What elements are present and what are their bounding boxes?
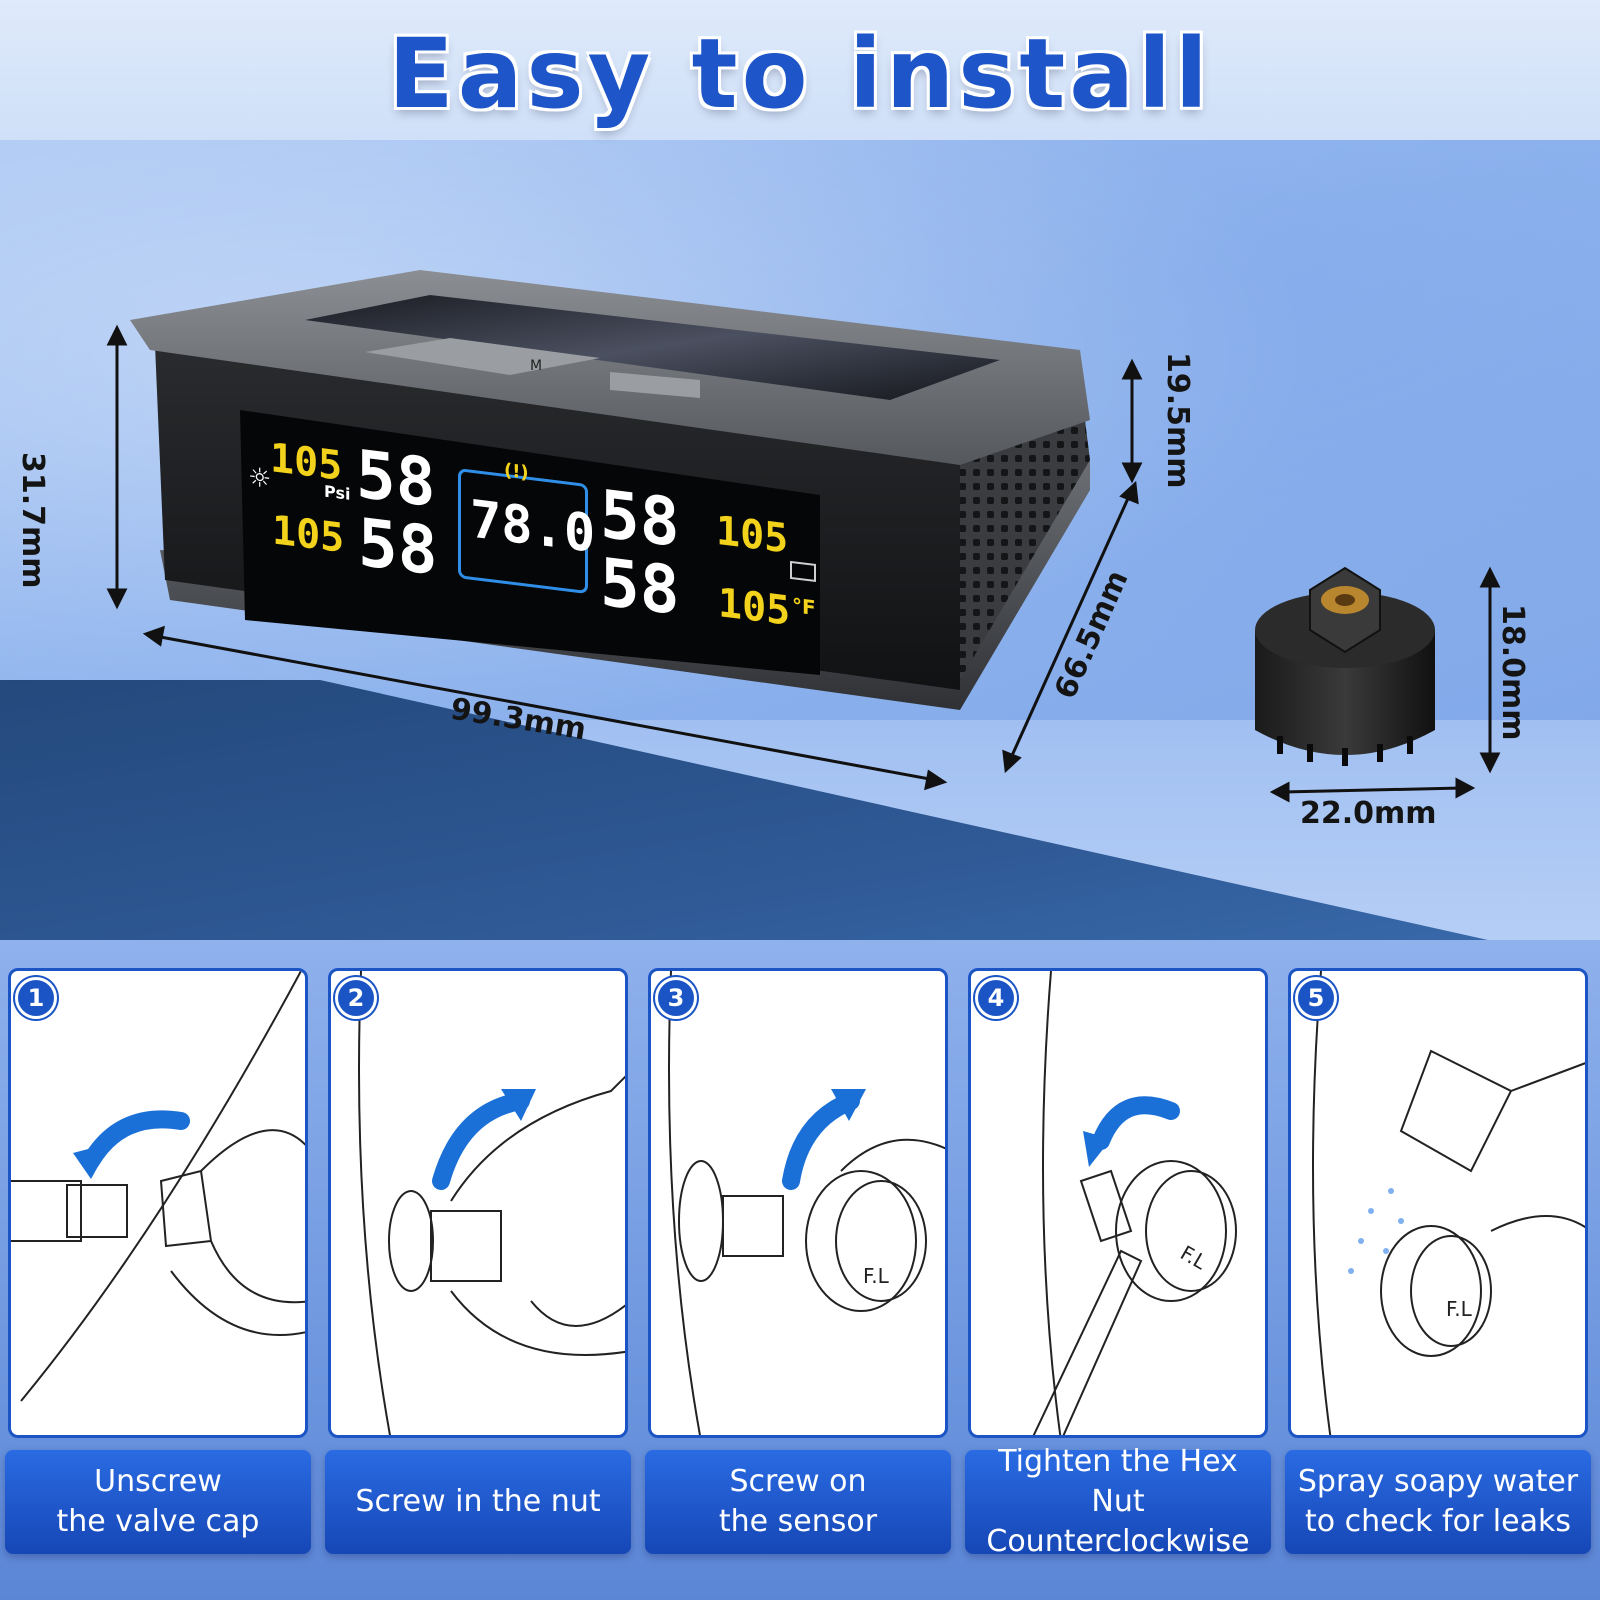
step-4-illustration: F.L bbox=[1032, 971, 1237, 1435]
step-5-caption: Spray soapy water to check for leaks bbox=[1285, 1450, 1591, 1554]
step-1-number: 1 bbox=[15, 977, 57, 1019]
step-4-panel: F.L 4 bbox=[968, 968, 1268, 1438]
step-1-caption: Unscrew the valve cap bbox=[5, 1450, 311, 1554]
dimension-arrows bbox=[106, 324, 1501, 803]
menu-button-label: M bbox=[530, 358, 542, 374]
step-5-panel: F.L 5 bbox=[1288, 968, 1588, 1438]
step-4-sensor-label: F.L bbox=[1176, 1241, 1211, 1275]
tire-sensor bbox=[1240, 560, 1450, 780]
sensor-height-dimension: 18.0mm bbox=[1495, 604, 1530, 741]
step-4-number: 4 bbox=[975, 977, 1017, 1019]
step-2-illustration bbox=[358, 971, 625, 1435]
step-3-sensor-label: F.L bbox=[863, 1264, 890, 1288]
step-3-number: 3 bbox=[655, 977, 697, 1019]
step-2-number: 2 bbox=[335, 977, 377, 1019]
step-3-panel: F.L 3 bbox=[648, 968, 948, 1438]
step-5-sensor-label: F.L bbox=[1446, 1297, 1473, 1321]
step-4-caption: Tighten the Hex Nut Counterclockwise bbox=[965, 1444, 1271, 1559]
display-unit-illustration: M bbox=[130, 270, 1090, 710]
step-3-caption: Screw on the sensor bbox=[645, 1450, 951, 1554]
step-2-caption: Screw in the nut bbox=[325, 1450, 631, 1554]
step-1-panel: 1 bbox=[8, 968, 308, 1438]
step-3-illustration: F.L bbox=[668, 971, 945, 1435]
sensor-illustration bbox=[1255, 566, 1435, 766]
step-5-illustration: F.L bbox=[1312, 971, 1585, 1435]
tpms-display-unit: M 105 105 58 58 Psi ☼ (!) 78.0 58 58 105… bbox=[130, 270, 1110, 740]
page-title: Easy to install bbox=[388, 18, 1212, 130]
panel-height-dimension: 19.5mm bbox=[1160, 352, 1195, 489]
height-dimension: 31.7mm bbox=[15, 452, 50, 589]
header-background bbox=[0, 0, 1600, 140]
step-1-illustration bbox=[11, 971, 305, 1402]
sensor-diameter-dimension: 22.0mm bbox=[1300, 796, 1437, 831]
step-5-number: 5 bbox=[1295, 977, 1337, 1019]
step-2-panel: 2 bbox=[328, 968, 628, 1438]
